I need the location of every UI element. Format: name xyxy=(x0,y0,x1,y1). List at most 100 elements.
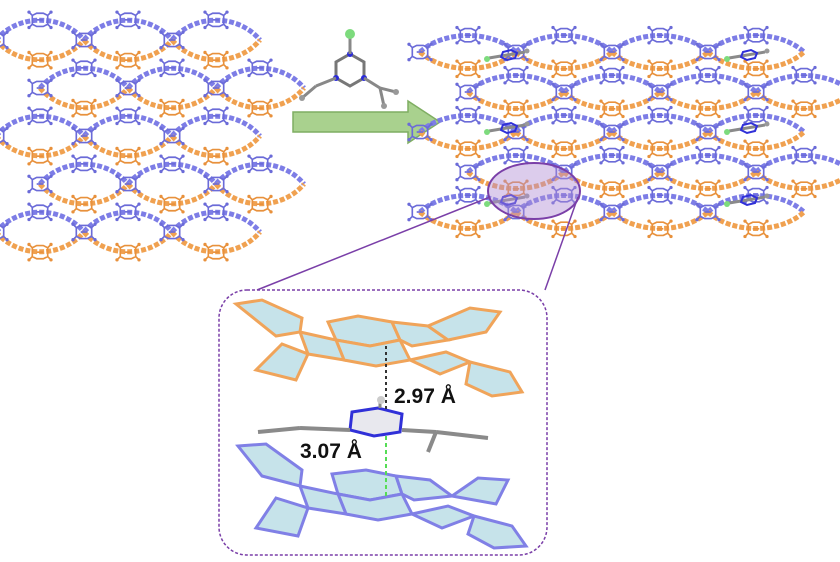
blue-node xyxy=(158,29,186,51)
blue-aromatic-unit xyxy=(235,442,529,550)
blue-strand xyxy=(38,161,130,186)
blue-strand xyxy=(214,161,306,186)
zoom-connector-right xyxy=(544,196,579,291)
blue-strand xyxy=(0,209,86,234)
blue-node xyxy=(694,201,722,223)
distance-label-upper: 2.97 Å xyxy=(394,384,456,408)
blue-strand xyxy=(418,33,518,54)
blue-strand xyxy=(126,161,218,186)
orange-strand xyxy=(418,130,518,151)
blue-strand xyxy=(466,73,566,94)
orange-strand xyxy=(126,182,218,207)
blue-strand xyxy=(0,17,86,42)
orange-strand xyxy=(82,38,174,63)
blue-strand xyxy=(170,17,262,42)
blue-node xyxy=(158,221,186,243)
guest-molecule xyxy=(724,121,770,135)
blue-node xyxy=(598,121,626,143)
orange-strand xyxy=(170,38,262,63)
orange-strand xyxy=(82,230,174,255)
blue-node xyxy=(598,41,626,63)
blue-strand xyxy=(610,113,710,134)
orange-strand xyxy=(754,90,840,111)
guest-molecule xyxy=(484,121,530,135)
blue-node xyxy=(202,77,230,99)
guest-molecule xyxy=(724,193,770,207)
blue-node xyxy=(70,29,98,51)
guest-molecule xyxy=(484,48,530,62)
blue-strand xyxy=(754,73,840,94)
orange-strand xyxy=(514,50,614,71)
zoom-connector-left xyxy=(256,196,491,291)
orange-strand xyxy=(214,86,306,111)
blue-strand xyxy=(706,33,806,54)
orange-strand xyxy=(514,130,614,151)
orange-strand xyxy=(706,130,806,151)
guest-molecules-in-pores xyxy=(484,48,770,207)
orange-strand xyxy=(0,38,86,63)
framework-right xyxy=(406,25,840,239)
orange-strand xyxy=(610,50,710,71)
blue-node xyxy=(742,161,770,183)
blue-strand xyxy=(0,113,86,138)
blue-node xyxy=(406,41,434,63)
guest-triazine-inset xyxy=(257,396,489,453)
framework-left xyxy=(0,9,306,263)
blue-node xyxy=(694,121,722,143)
orange-strand xyxy=(0,230,86,255)
guest-molecule xyxy=(724,48,770,62)
blue-node xyxy=(550,81,578,103)
blue-strand xyxy=(514,33,614,54)
blue-node xyxy=(742,81,770,103)
blue-strand xyxy=(126,65,218,90)
blue-strand xyxy=(514,113,614,134)
blue-node xyxy=(646,161,674,183)
orange-strand xyxy=(214,182,306,207)
blue-strand xyxy=(38,65,130,90)
orange-strand xyxy=(562,90,662,111)
blue-node xyxy=(70,125,98,147)
guest-molecule xyxy=(484,193,530,207)
reaction-arrow xyxy=(292,99,442,145)
blue-node xyxy=(158,125,186,147)
orange-strand xyxy=(170,134,262,159)
orange-strand xyxy=(126,86,218,111)
orange-strand xyxy=(0,134,86,159)
orange-strand xyxy=(418,210,518,231)
blue-strand xyxy=(82,113,174,138)
blue-strand xyxy=(170,209,262,234)
orange-strand xyxy=(466,90,566,111)
blue-node xyxy=(454,81,482,103)
triazine-guest-icon xyxy=(299,29,399,109)
distance-label-lower: 3.07 Å xyxy=(300,439,362,463)
blue-node xyxy=(694,41,722,63)
blue-node xyxy=(70,221,98,243)
orange-strand xyxy=(706,210,806,231)
blue-node xyxy=(26,173,54,195)
blue-strand xyxy=(754,153,840,174)
blue-node xyxy=(26,77,54,99)
blue-node xyxy=(406,201,434,223)
blue-node xyxy=(598,201,626,223)
orange-strand xyxy=(658,170,758,191)
orange-strand xyxy=(610,210,710,231)
blue-strand xyxy=(82,17,174,42)
blue-strand xyxy=(610,193,710,214)
blue-node xyxy=(114,77,142,99)
highlight-ellipse xyxy=(487,162,581,220)
blue-strand xyxy=(658,153,758,174)
orange-strand xyxy=(610,130,710,151)
orange-aromatic-unit xyxy=(232,298,525,398)
blue-node xyxy=(202,173,230,195)
orange-strand xyxy=(38,182,130,207)
zoom-inset: 2.97 Å 3.07 Å xyxy=(218,289,548,556)
blue-node xyxy=(114,173,142,195)
orange-strand xyxy=(38,86,130,111)
orange-strand xyxy=(82,134,174,159)
blue-strand xyxy=(170,113,262,138)
blue-strand xyxy=(610,33,710,54)
orange-strand xyxy=(170,230,262,255)
blue-node xyxy=(454,161,482,183)
blue-node xyxy=(646,81,674,103)
